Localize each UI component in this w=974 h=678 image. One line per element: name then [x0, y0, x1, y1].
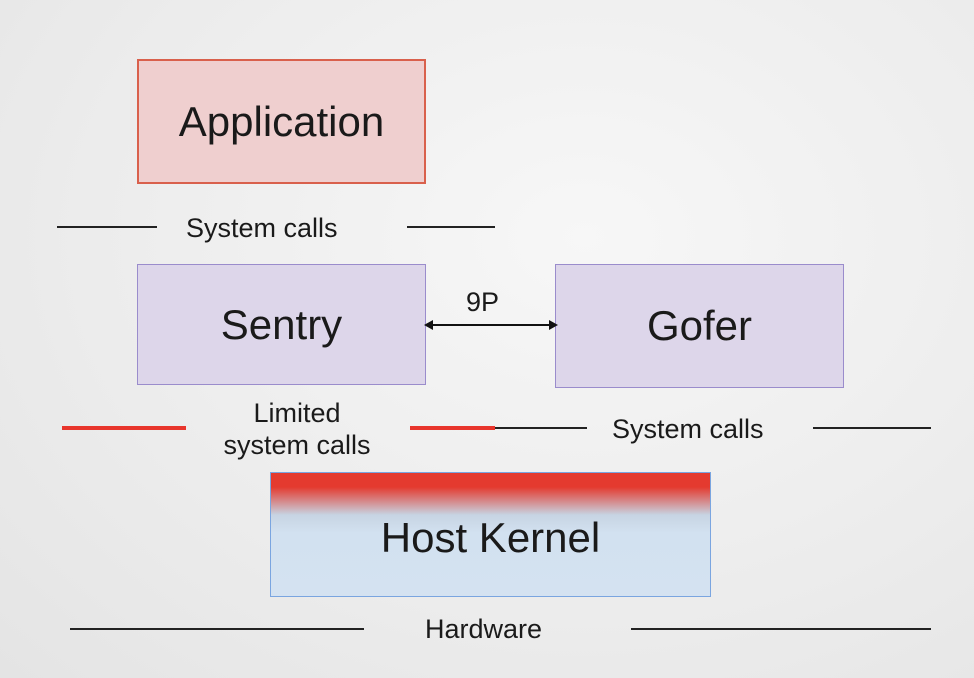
limited-label-line-1: Limited: [253, 398, 341, 428]
gofer-syscalls-line-right: [813, 427, 931, 429]
hardware-line-right: [631, 628, 931, 630]
gofer-box: Gofer: [555, 264, 844, 388]
app-system-calls-label: System calls: [186, 213, 338, 243]
sentry-label: Sentry: [220, 300, 343, 348]
limited-label-line-2: system calls: [223, 430, 371, 461]
protocol-9p-label: 9P: [466, 287, 500, 317]
host-kernel-box: Host Kernel: [270, 472, 711, 597]
gofer-syscalls-line-left: [495, 427, 587, 429]
gofer-system-calls-label: System calls: [612, 414, 764, 444]
application-box: Application: [137, 59, 426, 184]
limited-syscalls-line-right: [410, 426, 495, 430]
host-kernel-label: Host Kernel: [380, 513, 601, 561]
application-label: Application: [178, 97, 385, 145]
app-syscalls-line-left: [57, 226, 157, 228]
limited-syscalls-line-left: [62, 426, 186, 430]
app-syscalls-line-right: [407, 226, 495, 228]
hardware-line-left: [70, 628, 364, 630]
sentry-box: Sentry: [137, 264, 426, 385]
limited-system-calls-label: Limited system calls: [211, 397, 383, 462]
bidirectional-arrow-icon: [424, 320, 558, 330]
hardware-label: Hardware: [425, 614, 543, 644]
gofer-label: Gofer: [646, 302, 753, 349]
